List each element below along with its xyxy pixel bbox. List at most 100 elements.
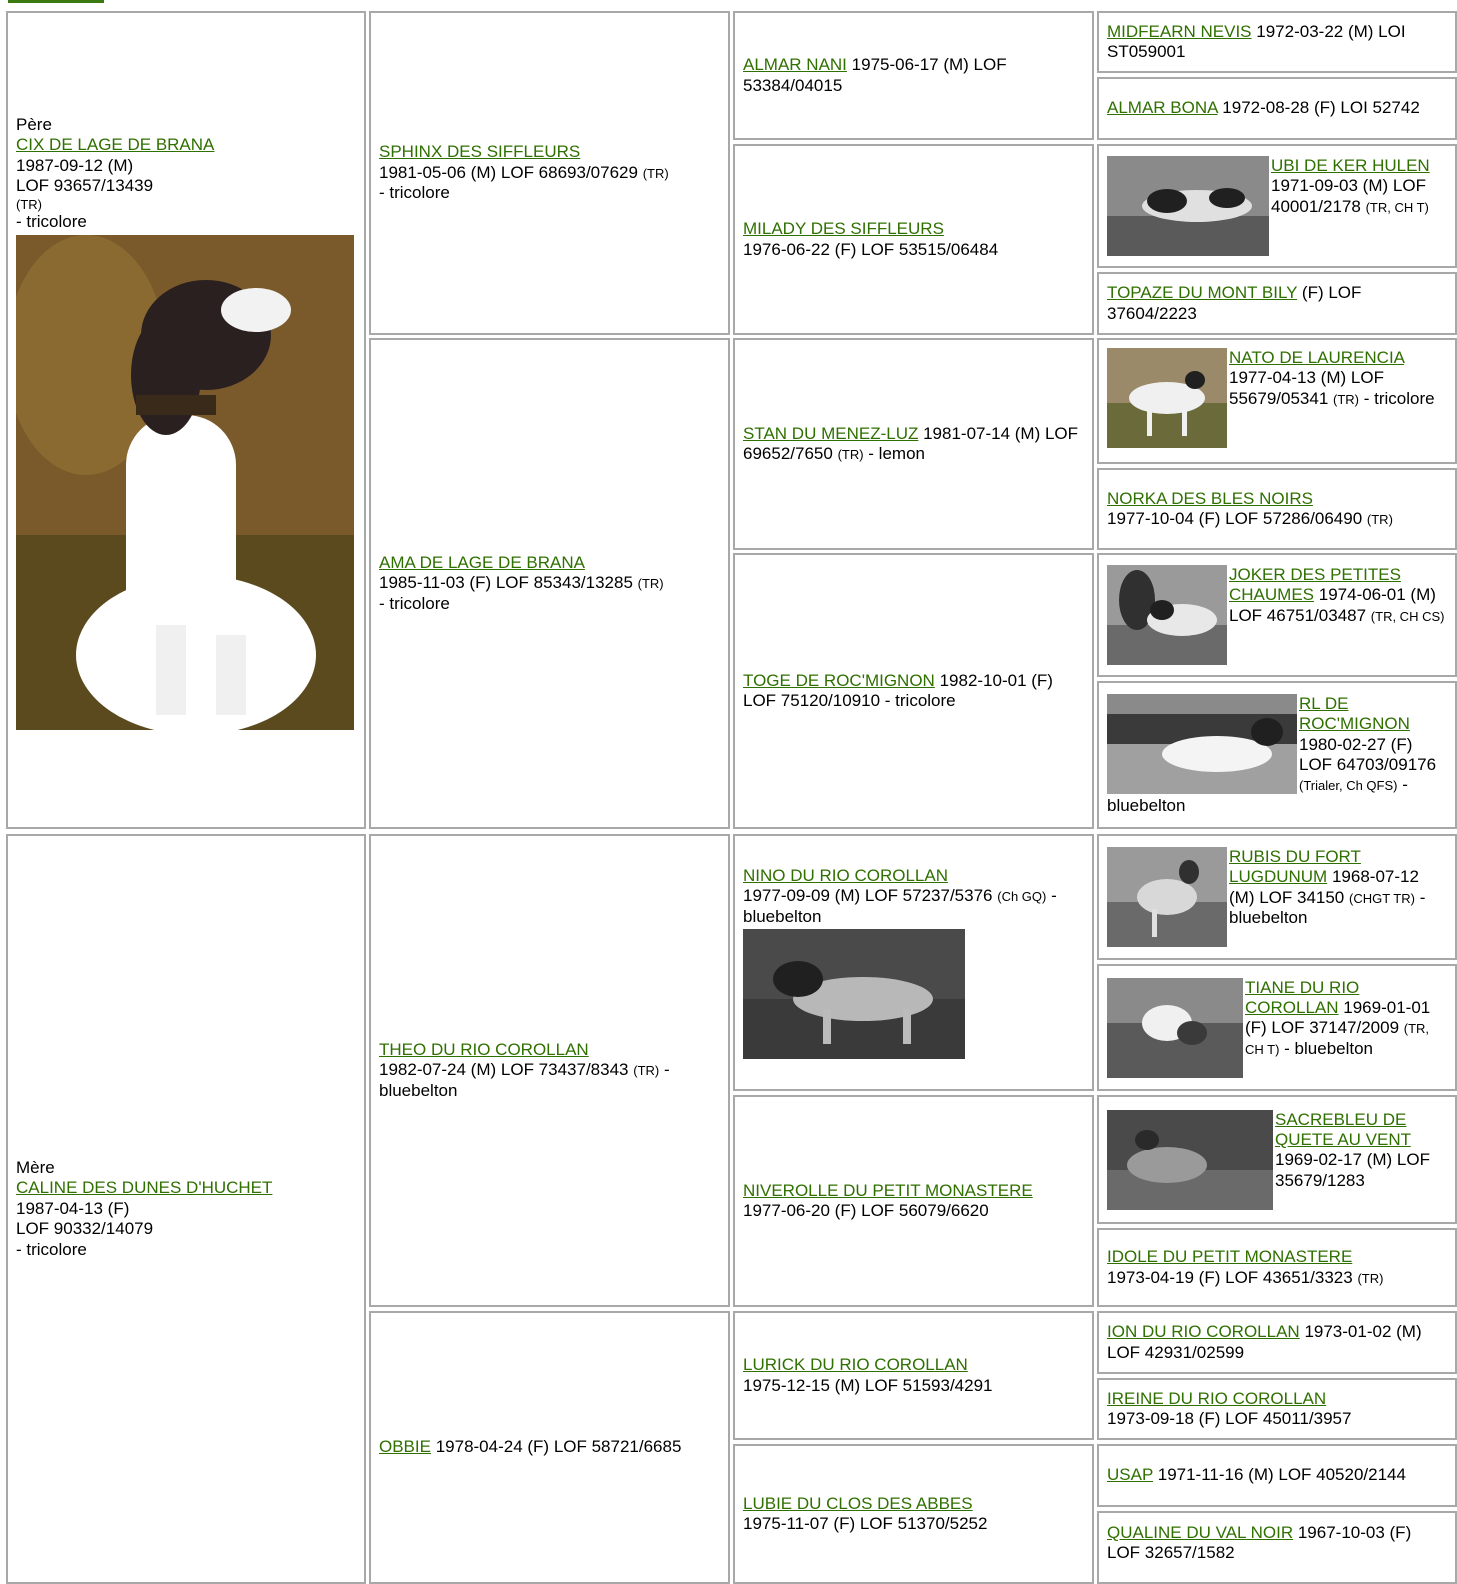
ggg-1-info: 1972-03-22 (M) LOI ST059001 [1107, 21, 1406, 61]
grandparent-1-color: - tricolore [379, 183, 450, 203]
mother-color: - tricolore [16, 1239, 87, 1259]
great-grandparent-8-link[interactable]: LUBIE DU CLOS DES ABBES [743, 1493, 973, 1513]
ggg-7-title: (TR, CH CS) [1370, 608, 1445, 624]
great-grandparent-5-title: (Ch GQ) [997, 889, 1047, 905]
great-grandparent-7-info: 1975-12-15 (M) LOF 51593/4291 [743, 1375, 993, 1395]
ggg-6-link[interactable]: NORKA DES BLES NOIRS [1107, 488, 1313, 508]
great-grandparent-7-link[interactable]: LURICK DU RIO COROLLAN [743, 1355, 968, 1375]
ggg-9-photo[interactable] [1107, 847, 1227, 947]
ggg-9-link[interactable]: RUBIS DU FORT LUGDUNUM [1229, 847, 1361, 887]
ggg-13-info: 1973-01-02 (M) LOF 42931/02599 [1107, 1322, 1422, 1362]
grandparent-1-link[interactable]: SPHINX DES SIFFLEURS [379, 142, 581, 162]
ggg-9-title: (CHGT TR) [1349, 890, 1415, 906]
ggg-1-link[interactable]: MIDFEARN NEVIS [1107, 21, 1252, 41]
ggg-11-photo[interactable] [1107, 1109, 1273, 1210]
ggg-16-cell: QUALINE DU VAL NOIR 1967-10-03 (F) LOF 3… [1097, 1511, 1457, 1584]
ggg-6-cell: NORKA DES BLES NOIRS 1977-10-04 (F) LOF … [1097, 468, 1457, 550]
ggg-8-title: (Trialer, Ch QFS) [1299, 778, 1398, 794]
ggg-11-link[interactable]: SACREBLEU DE QUETE AU VENT [1275, 1109, 1411, 1149]
ggg-7-photo[interactable] [1107, 565, 1227, 665]
grandparent-4-link[interactable]: OBBIE [379, 1437, 431, 1457]
ggg-7-link[interactable]: JOKER DES PETITES CHAUMES [1229, 565, 1401, 605]
ggg-15-cell: USAP 1971-11-16 (M) LOF 40520/2144 [1097, 1444, 1457, 1507]
grandparent-2-cell: AMA DE LAGE DE BRANA 1985-11-03 (F) LOF … [369, 338, 730, 829]
great-grandparent-3-cell: STAN DU MENEZ-LUZ 1981-07-14 (M) LOF 696… [733, 338, 1094, 550]
great-grandparent-4-link[interactable]: TOGE DE ROC'MIGNON [743, 670, 935, 690]
great-grandparent-5-cell: NINO DU RIO COROLLAN 1977-09-09 (M) LOF … [733, 834, 1094, 1091]
ggg-3-info: 1971-09-03 (M) LOF 40001/2178 [1271, 176, 1426, 216]
ggg-10-cell: TIANE DU RIO COROLLAN 1969-01-01 (F) LOF… [1097, 964, 1457, 1091]
great-grandparent-6-link[interactable]: NIVEROLLE DU PETIT MONASTERE [743, 1180, 1033, 1200]
ggg-2-info: 1972-08-28 (F) LOI 52742 [1222, 98, 1420, 118]
ggg-13-link[interactable]: ION DU RIO COROLLAN [1107, 1322, 1300, 1342]
ggg-1-cell: MIDFEARN NEVIS 1972-03-22 (M) LOI ST0590… [1097, 11, 1457, 73]
great-grandparent-5-photo[interactable] [743, 929, 965, 1060]
ggg-9-cell: RUBIS DU FORT LUGDUNUM 1968-07-12 (M) LO… [1097, 834, 1457, 960]
mother-reg: LOF 90332/14079 [16, 1219, 154, 1239]
ggg-3-photo[interactable] [1107, 156, 1269, 256]
great-grandparent-3-title: (TR) [837, 447, 864, 462]
ggg-2-link[interactable]: ALMAR BONA [1107, 98, 1218, 118]
ggg-8-link[interactable]: RL DE ROC'MIGNON [1299, 693, 1410, 734]
ggg-7-info: 1974-06-01 (M) LOF 46751/03487 [1229, 585, 1436, 625]
ggg-4-info: (F) LOF 37604/2223 [1107, 283, 1362, 323]
ggg-10-photo[interactable] [1107, 977, 1243, 1078]
ggg-11-cell: SACREBLEU DE QUETE AU VENT 1969-02-17 (M… [1097, 1095, 1457, 1224]
ggg-16-info: 1967-10-03 (F) LOF 32657/1582 [1107, 1523, 1412, 1563]
grandparent-3-link[interactable]: THEO DU RIO COROLLAN [379, 1039, 589, 1059]
mother-cell: Mère CALINE DES DUNES D'HUCHET 1987-04-1… [6, 834, 366, 1584]
ggg-10-link[interactable]: TIANE DU RIO COROLLAN [1245, 977, 1360, 1017]
ggg-5-photo[interactable] [1107, 348, 1227, 448]
top-link-bar[interactable] [8, 0, 104, 3]
ggg-5-info: 1977-04-13 (M) LOF 55679/05341 [1229, 368, 1384, 408]
great-grandparent-1-cell: ALMAR NANI 1975-06-17 (M) LOF 53384/0401… [733, 11, 1094, 140]
great-grandparent-2-cell: MILADY DES SIFFLEURS 1976-06-22 (F) LOF … [733, 144, 1094, 335]
ggg-4-link[interactable]: TOPAZE DU MONT BILY [1107, 283, 1298, 303]
mother-name-link[interactable]: CALINE DES DUNES D'HUCHET [16, 1178, 273, 1198]
ggg-8-photo[interactable] [1107, 693, 1297, 794]
ggg-3-cell: UBI DE KER HULEN 1971-09-03 (M) LOF 4000… [1097, 144, 1457, 268]
ggg-11-info: 1969-02-17 (M) LOF 35679/1283 [1275, 1150, 1430, 1190]
ggg-8-cell: RL DE ROC'MIGNON 1980-02-27 (F) LOF 6470… [1097, 681, 1457, 829]
great-grandparent-6-cell: NIVEROLLE DU PETIT MONASTERE 1977-06-20 … [733, 1095, 1094, 1307]
ggg-10-info: 1969-01-01 (F) LOF 37147/2009 [1245, 997, 1431, 1038]
ggg-6-info: 1977-10-04 (F) LOF 57286/06490 [1107, 509, 1363, 528]
ggg-12-link[interactable]: IDOLE DU PETIT MONASTERE [1107, 1247, 1353, 1267]
father-date: 1987-09-12 (M) [16, 155, 134, 175]
ggg-16-link[interactable]: QUALINE DU VAL NOIR [1107, 1523, 1294, 1542]
ggg-8-color: - bluebelton [1107, 775, 1408, 815]
ggg-13-cell: ION DU RIO COROLLAN 1973-01-02 (M) LOF 4… [1097, 1311, 1457, 1374]
ggg-14-link[interactable]: IREINE DU RIO COROLLAN [1107, 1388, 1327, 1408]
ggg-15-info: 1971-11-16 (M) LOF 40520/2144 [1157, 1465, 1406, 1485]
ggg-15-link[interactable]: USAP [1107, 1465, 1153, 1485]
grandparent-3-cell: THEO DU RIO COROLLAN 1982-07-24 (M) LOF … [369, 834, 730, 1307]
great-grandparent-8-info: 1975-11-07 (F) LOF 51370/5252 [743, 1514, 988, 1533]
great-grandparent-3-link[interactable]: STAN DU MENEZ-LUZ [743, 423, 919, 443]
ggg-6-title: (TR) [1366, 512, 1393, 527]
grandparent-3-color: - bluebelton [379, 1060, 670, 1100]
ggg-9-info: 1968-07-12 (M) LOF 34150 [1229, 867, 1419, 907]
ggg-5-cell: NATO DE LAURENCIA 1977-04-13 (M) LOF 556… [1097, 338, 1457, 464]
father-photo[interactable] [16, 234, 354, 730]
grandparent-2-color: - tricolore [379, 593, 450, 613]
grandparent-1-title: (TR) [642, 165, 669, 181]
great-grandparent-5-link[interactable]: NINO DU RIO COROLLAN [743, 865, 948, 885]
grandparent-3-info: 1982-07-24 (M) LOF 73437/8343 [379, 1060, 629, 1080]
grandparent-3-title: (TR) [633, 1063, 660, 1079]
great-grandparent-1-info: 1975-06-17 (M) LOF 53384/04015 [743, 55, 1007, 95]
father-title: (TR) [16, 196, 42, 212]
great-grandparent-2-link[interactable]: MILADY DES SIFFLEURS [743, 219, 944, 239]
ggg-5-link[interactable]: NATO DE LAURENCIA [1229, 348, 1405, 367]
great-grandparent-7-cell: LURICK DU RIO COROLLAN 1975-12-15 (M) LO… [733, 1311, 1094, 1440]
ggg-3-link[interactable]: UBI DE KER HULEN [1271, 156, 1430, 175]
grandparent-2-link[interactable]: AMA DE LAGE DE BRANA [379, 552, 585, 572]
father-name-link[interactable]: CIX DE LAGE DE BRANA [16, 135, 215, 155]
great-grandparent-1-link[interactable]: ALMAR NANI [743, 55, 847, 75]
great-grandparent-5-info: 1977-09-09 (M) LOF 57237/5376 [743, 886, 993, 906]
ggg-12-cell: IDOLE DU PETIT MONASTERE 1973-04-19 (F) … [1097, 1228, 1457, 1307]
great-grandparent-3-color: - lemon [868, 444, 925, 463]
ggg-10-color: - bluebelton [1284, 1038, 1374, 1058]
great-grandparent-6-info: 1977-06-20 (F) LOF 56079/6620 [743, 1201, 989, 1220]
ggg-2-cell: ALMAR BONA 1972-08-28 (F) LOI 52742 [1097, 77, 1457, 140]
ggg-10-title: (TR, CH T) [1245, 1021, 1430, 1057]
